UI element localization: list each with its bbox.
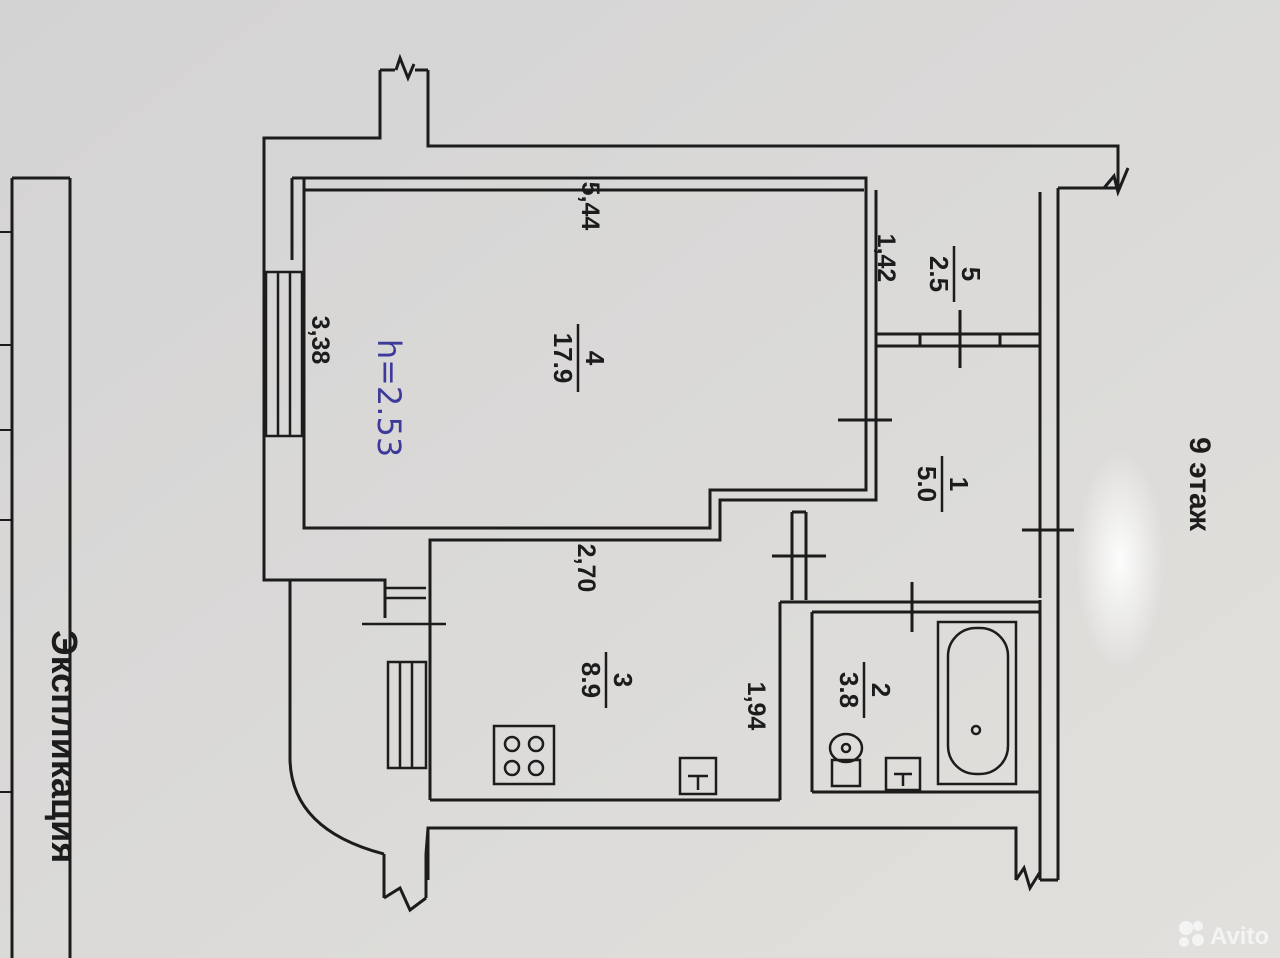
dimension-kitchen: 2,70 [572, 544, 600, 593]
dimension-labels: 5,44 3,38 1,42 2,70 1,94 [306, 182, 900, 731]
walls [262, 53, 1130, 913]
dimension-left: 3,38 [306, 316, 334, 365]
explication-table [0, 176, 72, 958]
room-3-area: 8.9 [576, 662, 606, 698]
room-4-area: 17.9 [548, 333, 578, 384]
room-1-number: 1 [944, 477, 974, 491]
room-3-number: 3 [608, 673, 638, 687]
handwritten-height: h=2.53 [370, 339, 408, 457]
window-room-4 [264, 270, 304, 438]
sink-bath [884, 756, 922, 792]
dimension-top: 5,44 [576, 182, 604, 231]
bathtub [936, 620, 1018, 786]
stove [492, 724, 556, 786]
room-4-number: 4 [580, 351, 610, 366]
room-2-number: 2 [866, 683, 896, 697]
floor-label: 9 этаж [1183, 437, 1216, 532]
window-kitchen [362, 586, 446, 770]
room-5-area: 2.5 [924, 256, 954, 292]
room-5-number: 5 [956, 267, 986, 281]
room-labels: 4 17.9 5 2.5 1 5.0 3 8.9 2 3.8 [548, 246, 986, 718]
dimension-bath: 1,94 [742, 682, 770, 731]
table-header: Экспликация [44, 630, 85, 863]
room-2-area: 3.8 [834, 672, 864, 708]
avito-watermark: Avito [1179, 921, 1269, 950]
glare [1076, 450, 1164, 670]
sink-kitchen [678, 756, 718, 796]
watermark-text: Avito [1210, 923, 1269, 950]
toilet [828, 732, 864, 788]
dimension-closet: 1,42 [872, 234, 900, 283]
room-4-outline [304, 176, 878, 800]
room-1-area: 5.0 [912, 466, 942, 502]
partitions [430, 190, 1074, 802]
